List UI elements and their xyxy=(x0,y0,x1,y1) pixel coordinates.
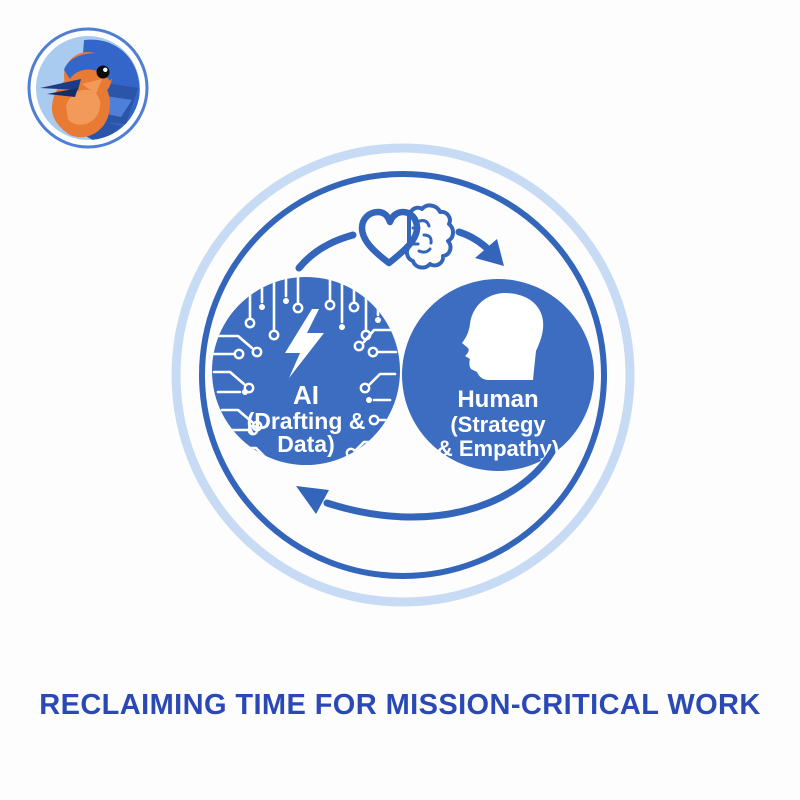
arrow-top-icon xyxy=(295,228,504,272)
ai-circle-fill xyxy=(212,277,400,465)
human-label-line2: (Strategy xyxy=(450,412,546,437)
bird-beak xyxy=(40,79,81,90)
human-label-line1: Human xyxy=(457,386,538,413)
circuit-pattern xyxy=(212,277,398,465)
arrowhead-left xyxy=(296,486,329,514)
human-label-line3: & Empathy) xyxy=(437,436,559,461)
outer-ring xyxy=(171,143,635,607)
brand-logo xyxy=(27,27,149,149)
human-circle: Human (Strategy & Empathy) xyxy=(402,279,594,471)
bluebird-icon xyxy=(27,27,149,149)
arrow-bottom-icon xyxy=(296,448,556,521)
ai-label-line1: AI xyxy=(293,380,319,410)
ai-label-line3: Data) xyxy=(277,431,335,457)
heart-brain-icon xyxy=(358,203,455,270)
brain-icon xyxy=(404,203,455,270)
ai-label-line2: (Drafting & xyxy=(247,408,366,434)
arrowhead-right xyxy=(475,239,504,266)
lightning-bolt-icon xyxy=(285,309,324,378)
caption-title: RECLAIMING TIME FOR MISSION-CRITICAL WOR… xyxy=(39,689,761,721)
head-silhouette-icon xyxy=(462,293,544,380)
inner-ring xyxy=(199,171,607,579)
ai-circle: AI (Drafting & Data) xyxy=(212,277,400,465)
